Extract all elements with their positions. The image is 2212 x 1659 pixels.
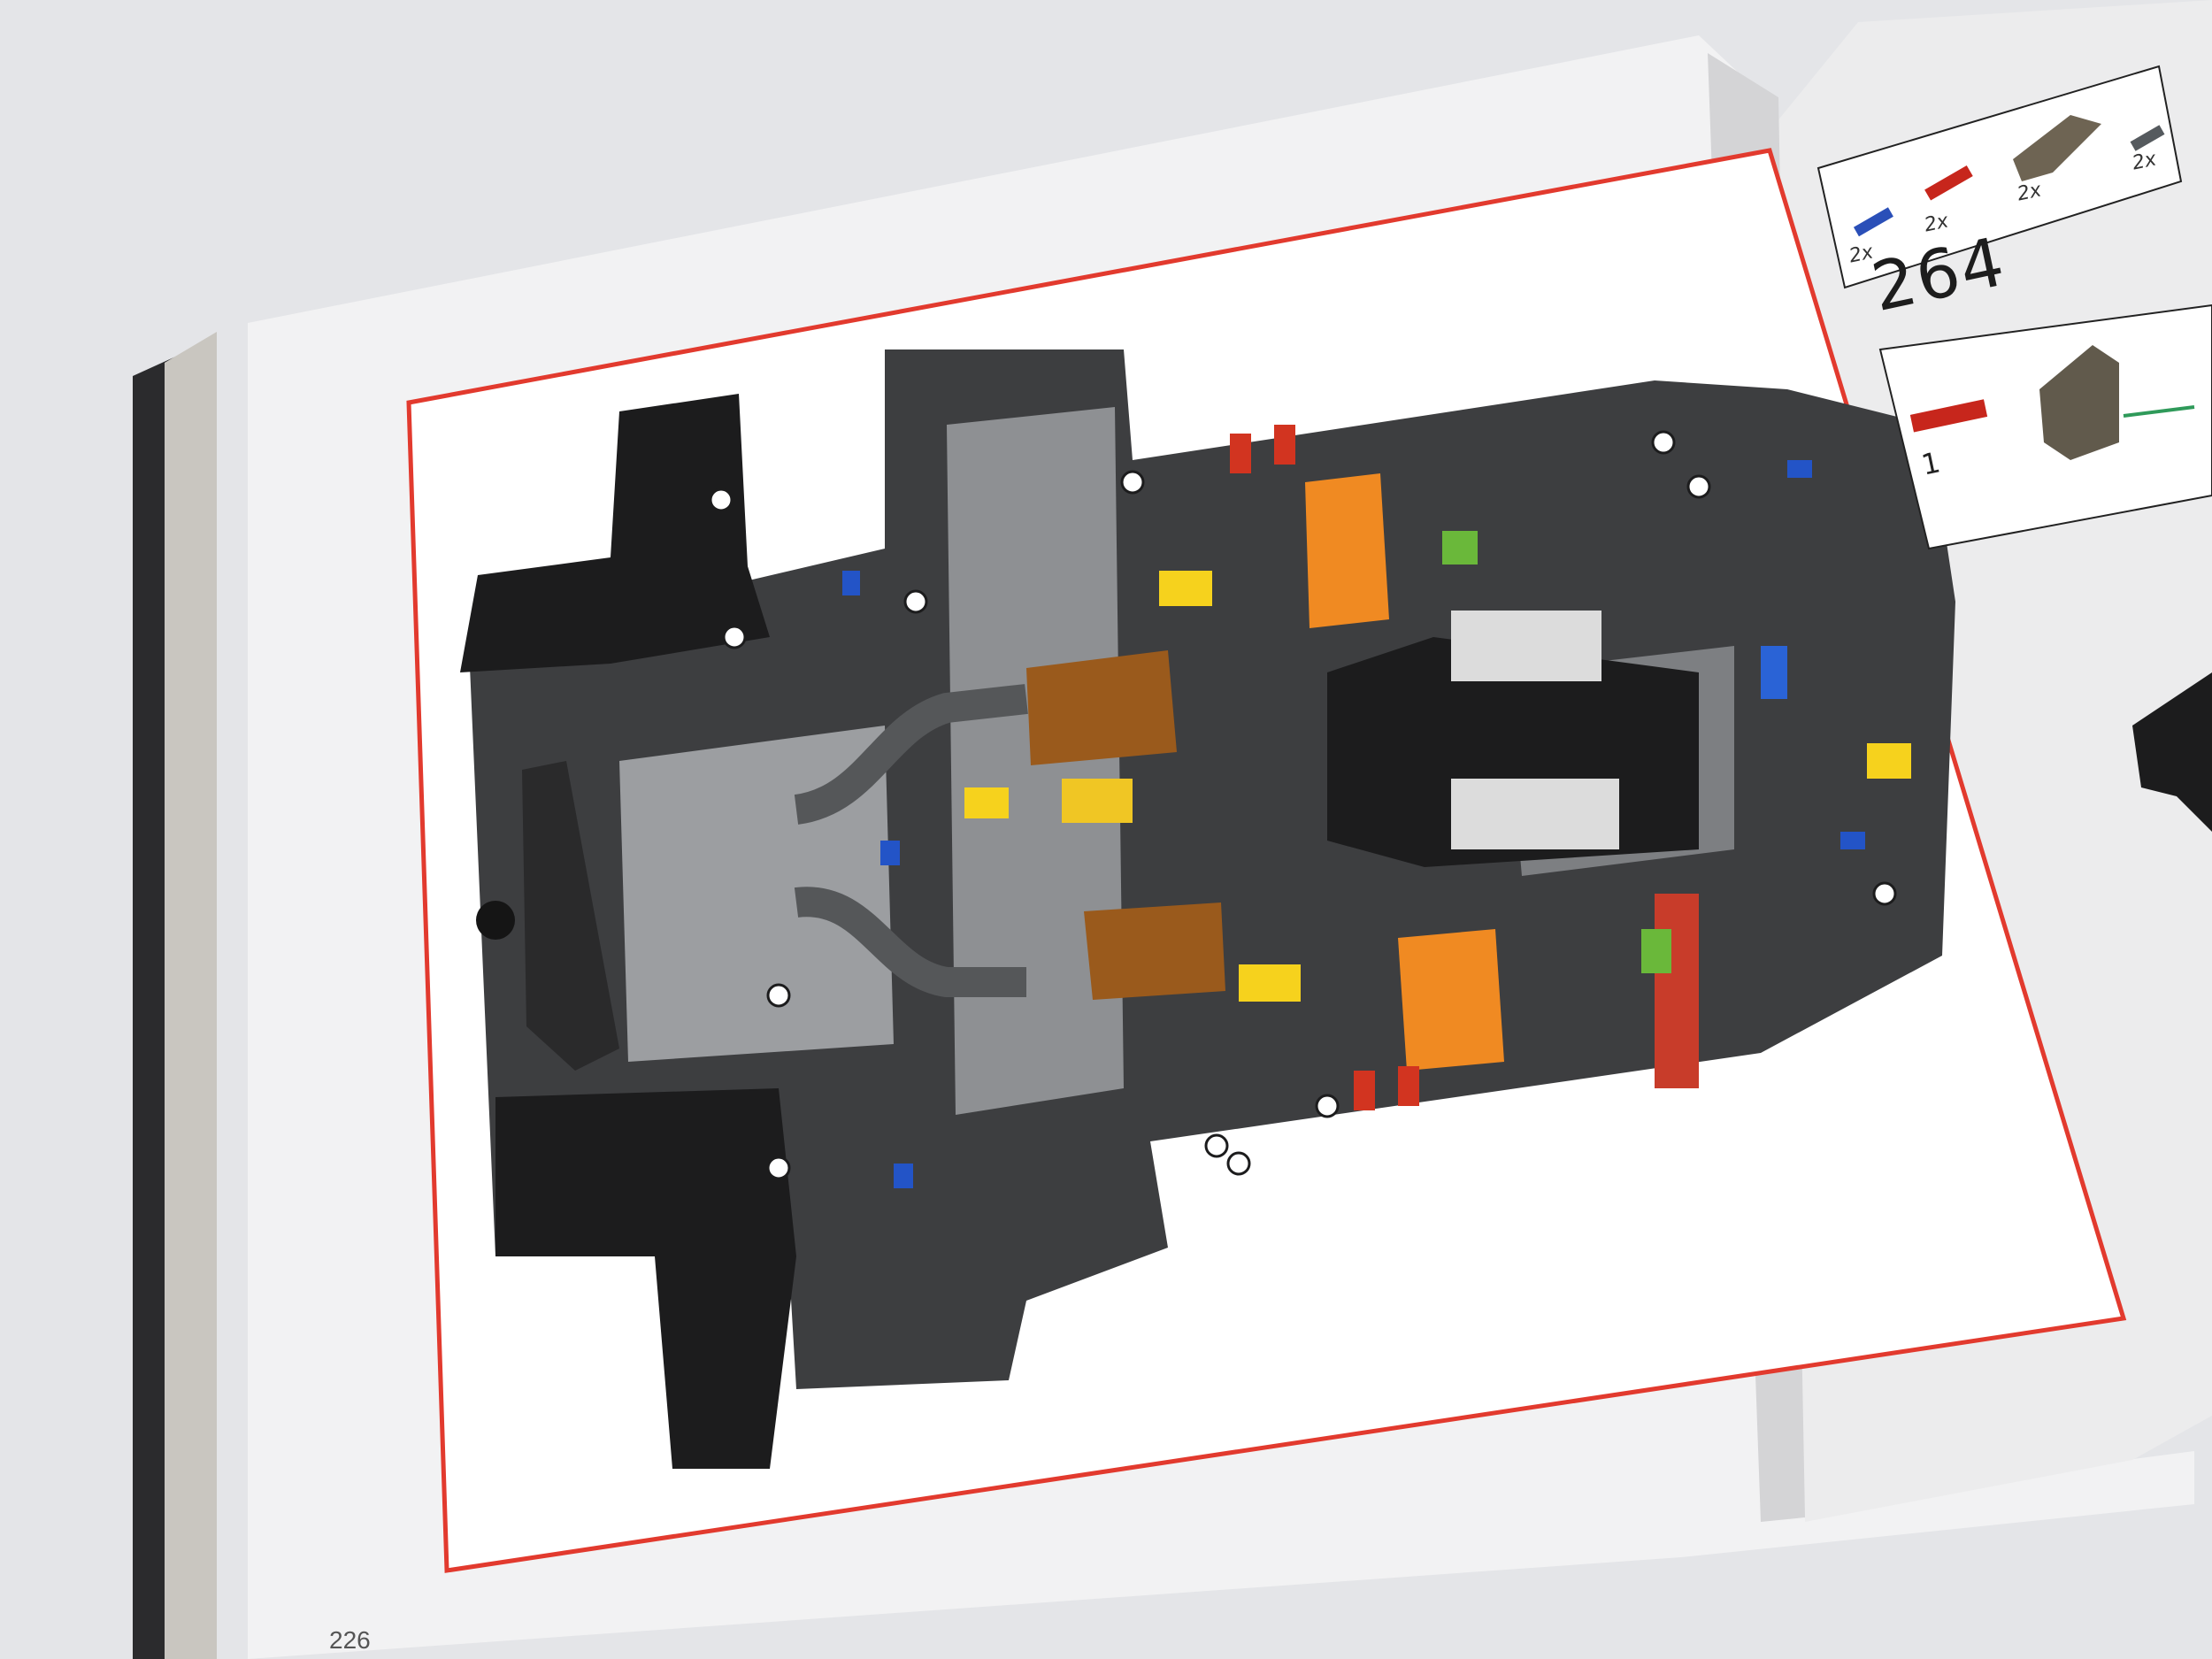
lego-chassis-illustration: [460, 349, 1955, 1469]
blue-axle-pin-icon: [1853, 207, 1893, 237]
red-axle-pin-icon: [1924, 165, 1973, 201]
beam-diagram-icon: [2039, 345, 2119, 460]
page-stack: [165, 332, 217, 1659]
page-number: 226: [329, 1626, 371, 1654]
red-pin-diagram-icon: [1909, 399, 1988, 433]
dark-grey-pin-icon: [2130, 125, 2165, 151]
dark-tan-beam-icon: [2013, 115, 2101, 181]
partial-model-preview: [2132, 672, 2212, 832]
parts-callout-items: [1853, 115, 2165, 237]
assembly-arrow-icon: [2123, 405, 2195, 418]
